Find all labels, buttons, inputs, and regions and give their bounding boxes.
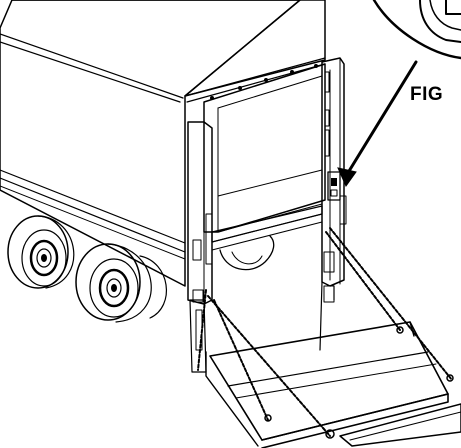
magnifier-callout bbox=[372, 0, 461, 60]
leader-arrow bbox=[337, 60, 418, 188]
liftgate-platform bbox=[205, 321, 461, 448]
trailer-body bbox=[0, 0, 326, 287]
trailer-rear-opening bbox=[203, 63, 326, 233]
left-lift-post bbox=[187, 121, 213, 373]
figure-callout-label: FIG bbox=[410, 84, 444, 105]
rear-wheel-1 bbox=[7, 215, 75, 289]
rear-wheel-2 bbox=[75, 243, 167, 323]
support-chains bbox=[197, 227, 454, 439]
rear-sill bbox=[211, 205, 323, 251]
front-wheel-partial bbox=[219, 235, 275, 271]
right-lift-post bbox=[319, 57, 347, 351]
